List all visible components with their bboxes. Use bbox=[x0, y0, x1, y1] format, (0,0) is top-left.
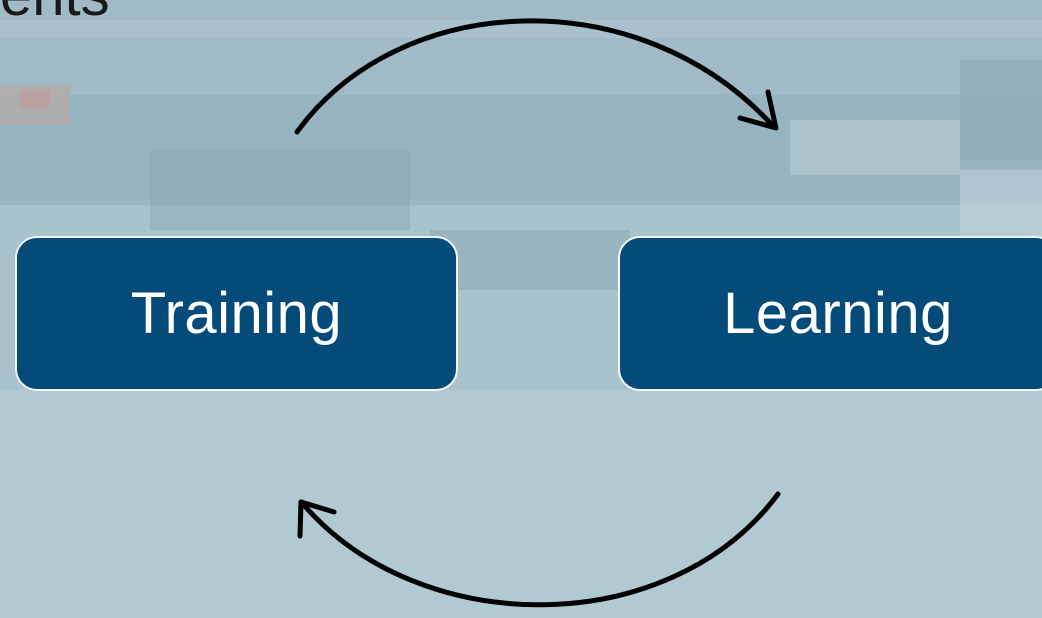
page-heading: ents bbox=[0, 0, 110, 36]
learning-node: Learning bbox=[618, 236, 1042, 391]
arrow-training-to-learning bbox=[294, 18, 779, 135]
learning-label: Learning bbox=[723, 281, 953, 346]
arrow-learning-to-training bbox=[297, 491, 781, 608]
training-node: Training bbox=[15, 236, 458, 391]
training-label: Training bbox=[130, 281, 343, 346]
